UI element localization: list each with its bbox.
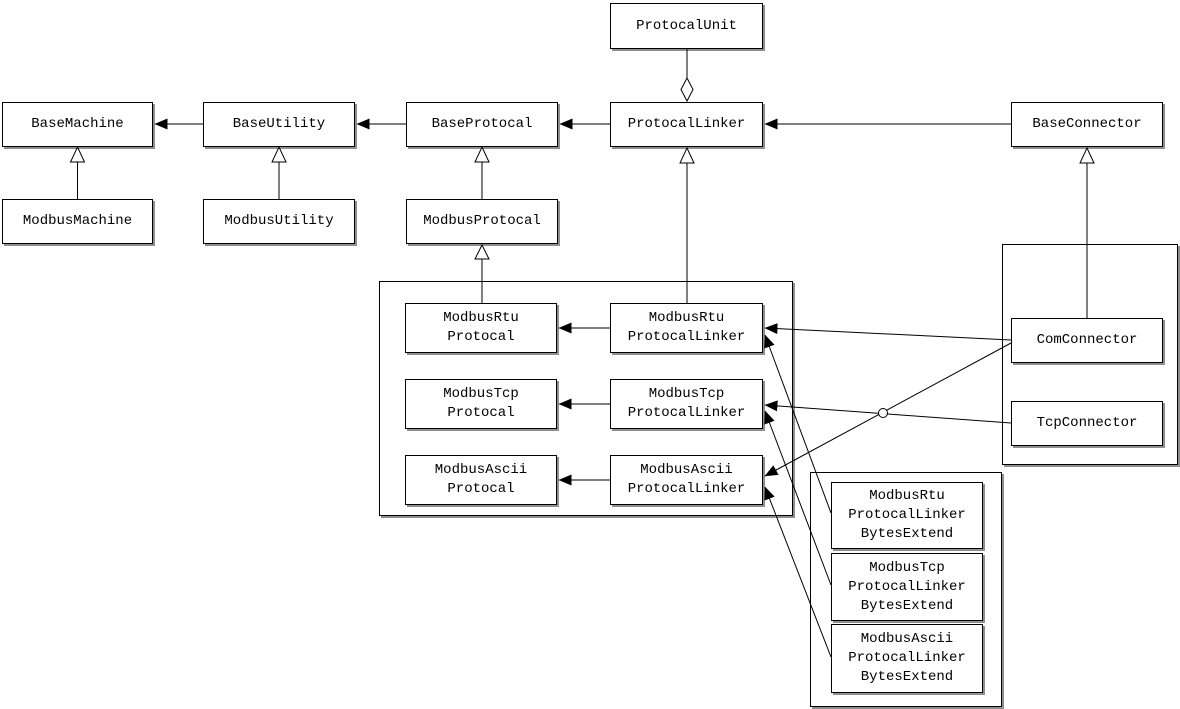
class-label-line: ModbusAscii (640, 462, 733, 478)
class-modbus-tcp-protocal-linker: ModbusTcp ProtocalLinker (610, 379, 763, 429)
class-label-line: ModbusRtu (648, 310, 725, 326)
class-modbus-ascii-protocal-linker-bytes-extend: ModbusAscii ProtocalLinker BytesExtend (831, 624, 983, 693)
class-label-line: Protocal (447, 405, 515, 421)
class-label-line: BytesExtend (860, 526, 954, 542)
class-label-line: ProtocalLinker (848, 578, 966, 595)
class-label-line: Protocal (447, 329, 515, 345)
edge-aggregation-protocalunit-protocallinker (680, 49, 694, 103)
class-label-line: ProtocalLinker (848, 507, 966, 523)
class-com-connector: ComConnector (1011, 318, 1163, 363)
class-modbus-rtu-protocal-linker: ModbusRtu ProtocalLinker (610, 303, 763, 353)
class-protocal-unit: ProtocalUnit (610, 3, 763, 49)
class-base-machine: BaseMachine (2, 102, 153, 147)
class-modbus-utility: ModbusUtility (203, 199, 355, 244)
class-base-connector: BaseConnector (1011, 102, 1163, 147)
class-base-utility: BaseUtility (203, 102, 355, 147)
class-label-line: ProtocalLinker (627, 481, 746, 497)
class-label: BaseMachine (31, 116, 124, 132)
class-tcp-connector: TcpConnector (1011, 401, 1163, 446)
class-label: ModbusMachine (22, 213, 133, 229)
class-label: TcpConnector (1036, 415, 1138, 431)
class-label-line: Protocal (447, 481, 515, 497)
class-modbus-ascii-protocal-linker: ModbusAscii ProtocalLinker (610, 455, 763, 505)
class-modbus-protocal: ModbusProtocal (406, 199, 558, 244)
class-label-line: BytesExtend (860, 669, 954, 685)
class-label: ComConnector (1036, 332, 1138, 348)
edge-generalization-modbusutility-baseutility (271, 145, 287, 199)
class-label-line: ProtocalLinker (627, 329, 746, 345)
class-label: BaseUtility (232, 116, 326, 132)
class-modbus-ascii-protocal: ModbusAscii Protocal (405, 455, 557, 505)
class-label: ProtocalUnit (636, 17, 737, 34)
class-label-line: ProtocalLinker (627, 405, 746, 421)
edge-generalization-modbusprotocal-baseprotocal (474, 145, 490, 199)
class-label: ModbusProtocal (423, 213, 541, 229)
class-modbus-tcp-protocal-linker-bytes-extend: ModbusTcp ProtocalLinker BytesExtend (831, 553, 983, 621)
class-label: ModbusUtility (224, 213, 334, 229)
class-modbus-rtu-protocal-linker-bytes-extend: ModbusRtu ProtocalLinker BytesExtend (831, 482, 983, 549)
class-label-line: ModbusRtu (443, 310, 519, 326)
class-label-line: BytesExtend (860, 597, 954, 614)
edge-comconnector-to-modbusrtulinker (764, 323, 1012, 341)
class-label: BaseProtocal (431, 116, 533, 132)
edge-comconnector-to-modbusasciilinker (764, 342, 1012, 477)
class-label: BaseConnector (1032, 116, 1142, 132)
class-label-line: ModbusAscii (860, 631, 954, 647)
class-base-protocal: BaseProtocal (406, 102, 558, 147)
class-label: ProtocalLinker (627, 116, 746, 132)
class-label-line: ModbusRtu (869, 488, 945, 504)
edge-generalization-linkergroup-protocallinker (679, 146, 695, 303)
class-label-line: ModbusAscii (434, 462, 528, 478)
class-modbus-machine: ModbusMachine (2, 199, 153, 244)
edge-generalization-modbusmachine-basemachine (69, 145, 86, 199)
class-protocal-linker: ProtocalLinker (610, 102, 763, 147)
class-modbus-rtu-protocal: ModbusRtu Protocal (405, 303, 557, 353)
class-label-line: ModbusTcp (648, 386, 725, 402)
class-modbus-tcp-protocal: ModbusTcp Protocal (405, 379, 557, 429)
edge-tcpconnector-to-modbustcplinker (764, 400, 1012, 424)
class-label-line: ModbusTcp (869, 559, 945, 576)
line-crossing-hop (878, 408, 888, 418)
class-label-line: ModbusTcp (443, 386, 519, 402)
class-label-line: ProtocalLinker (848, 650, 966, 666)
